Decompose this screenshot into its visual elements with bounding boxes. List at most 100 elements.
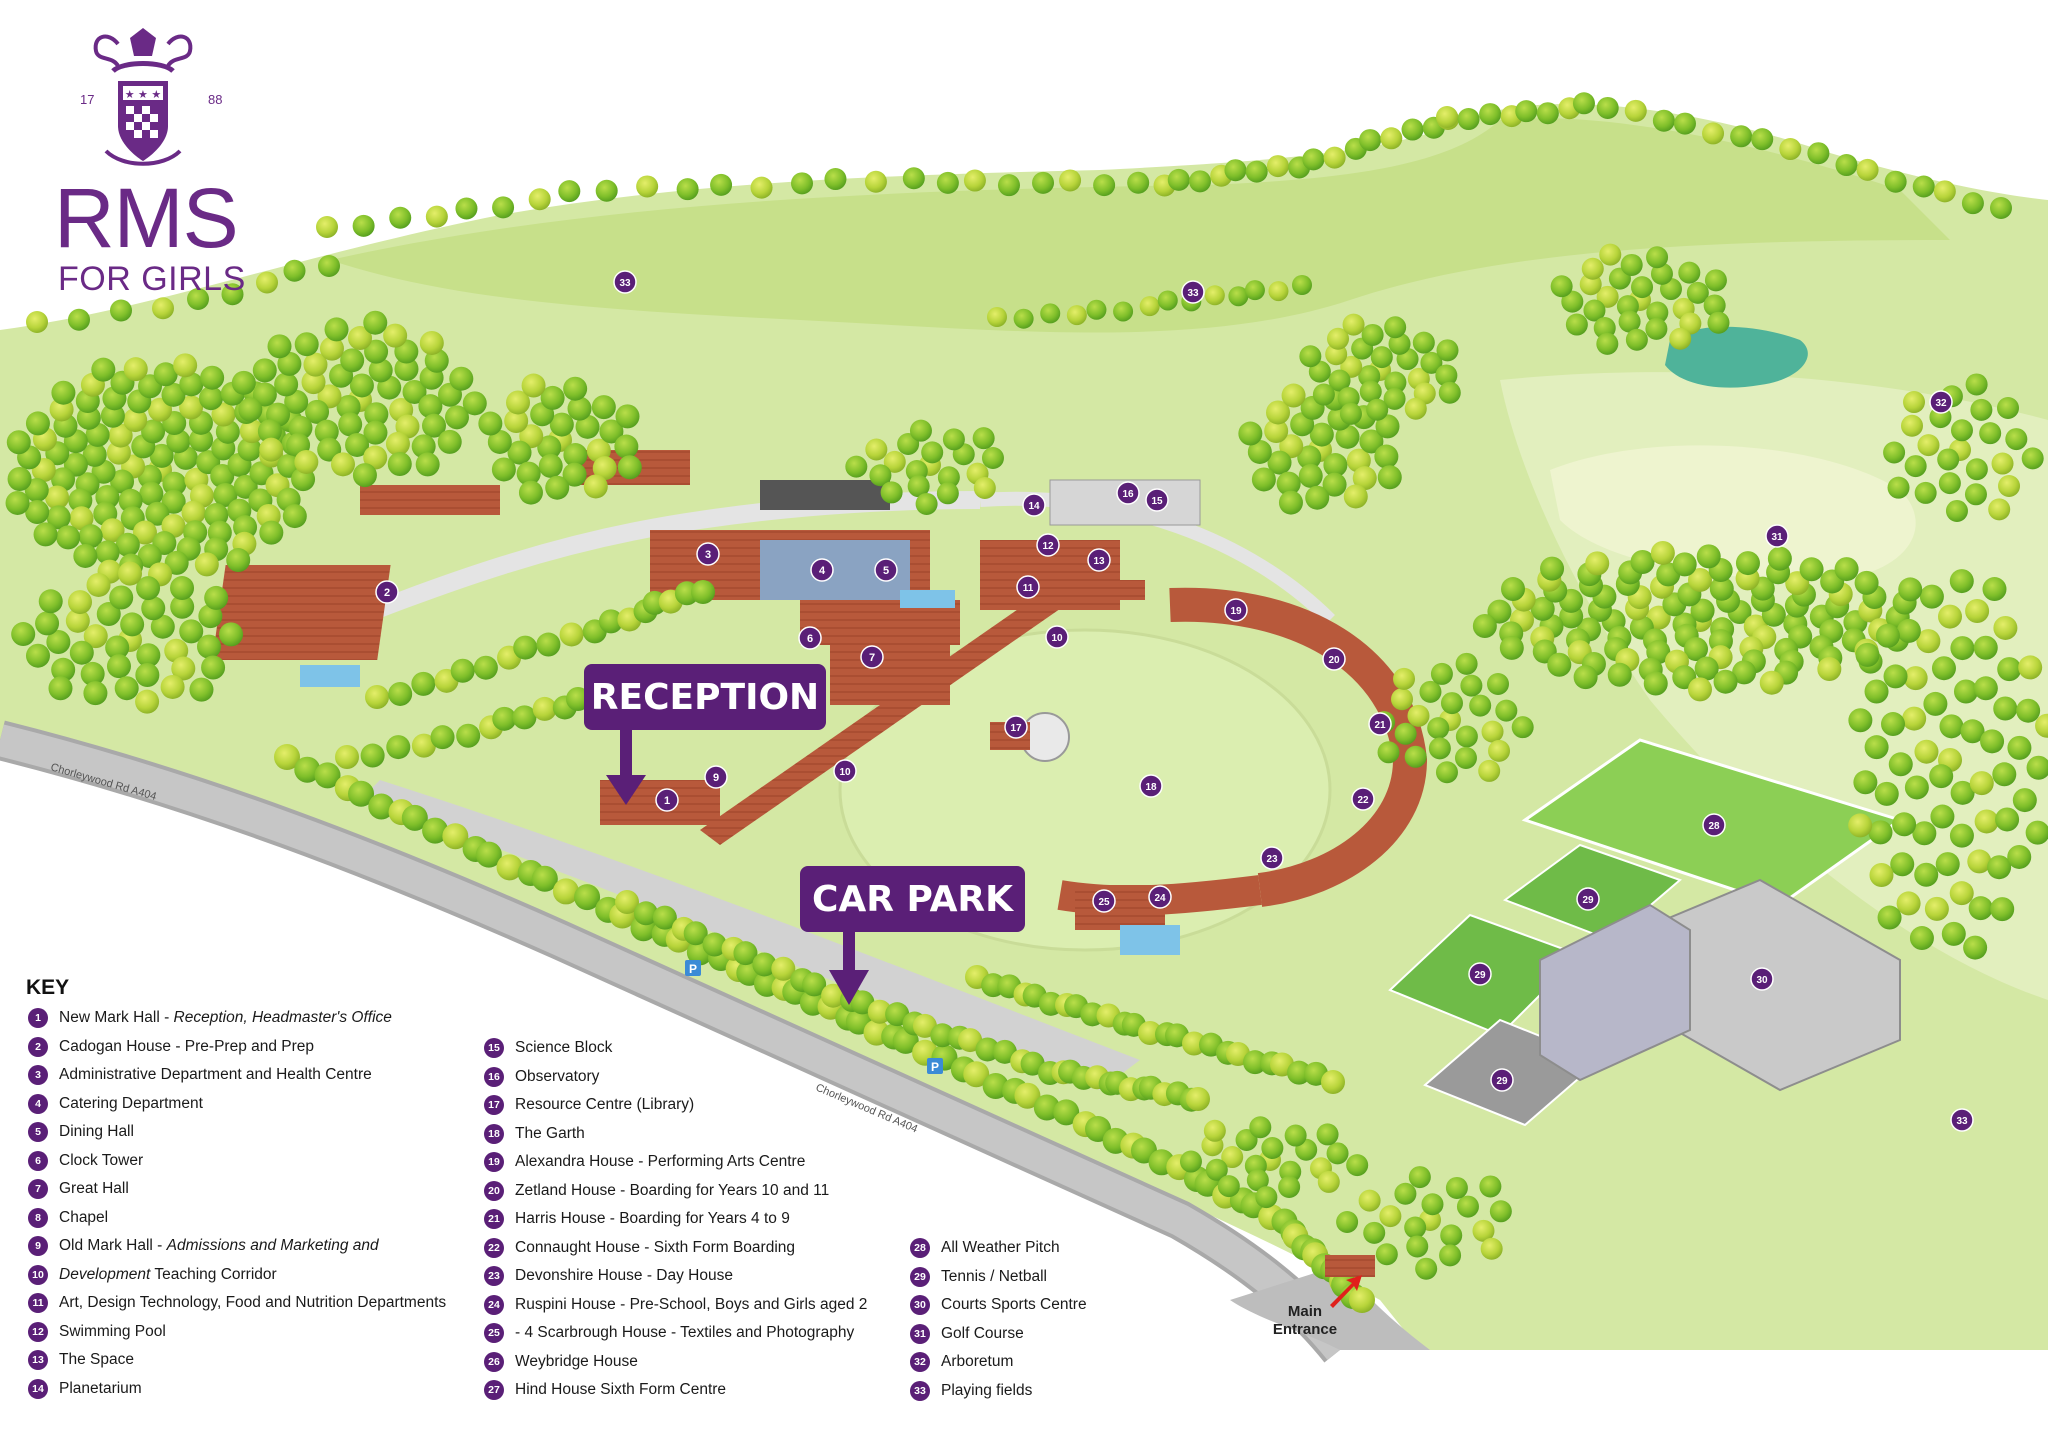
map-marker-21[interactable]: 21 [1368, 712, 1392, 736]
map-marker-24[interactable]: 24 [1148, 885, 1172, 909]
tree-icon [1276, 471, 1301, 496]
map-marker-2[interactable]: 2 [375, 580, 399, 604]
map-marker-7[interactable]: 7 [860, 645, 884, 669]
map-marker-20[interactable]: 20 [1322, 647, 1346, 671]
tree-icon [1914, 481, 1937, 504]
map-marker-13[interactable]: 13 [1087, 548, 1111, 572]
tree-icon [110, 469, 135, 494]
tree-icon [1924, 896, 1949, 921]
map-marker-4[interactable]: 4 [810, 558, 834, 582]
tree-icon [1244, 280, 1265, 301]
key-number-badge: 9 [28, 1236, 48, 1256]
map-marker-17[interactable]: 17 [1004, 715, 1028, 739]
tree-icon [1323, 146, 1346, 169]
tree-icon [1186, 1087, 1210, 1111]
map-marker-16[interactable]: 16 [1116, 481, 1140, 505]
tree-icon [598, 609, 623, 634]
map-marker-5[interactable]: 5 [874, 558, 898, 582]
tree-icon [1596, 285, 1619, 308]
tree-icon [364, 402, 389, 427]
tree-icon [1217, 1175, 1240, 1198]
map-marker-10[interactable]: 10 [1045, 625, 1069, 649]
map-marker-6[interactable]: 6 [798, 626, 822, 650]
map-marker-28[interactable]: 28 [1702, 813, 1726, 837]
map-marker-3[interactable]: 3 [696, 542, 720, 566]
map-marker-label: 10 [839, 767, 851, 778]
tree-icon [283, 259, 306, 282]
key-item-text: Administrative Department and Health Cen… [59, 1066, 372, 1083]
tree-icon [187, 288, 209, 310]
tree-icon [1316, 1123, 1339, 1146]
map-marker-11[interactable]: 11 [1016, 575, 1040, 599]
tree-icon [462, 391, 487, 416]
map-marker-12[interactable]: 12 [1036, 533, 1060, 557]
tree-icon [1607, 662, 1632, 687]
map-marker-30[interactable]: 30 [1750, 967, 1774, 991]
tree-icon [1650, 262, 1673, 285]
map-marker-1[interactable]: 1 [655, 788, 679, 812]
map-marker-29[interactable]: 29 [1468, 962, 1492, 986]
map-marker-15[interactable]: 15 [1145, 488, 1169, 512]
map-marker-33[interactable]: 33 [613, 270, 637, 294]
tree-icon [1327, 327, 1350, 350]
map-marker-29[interactable]: 29 [1576, 887, 1600, 911]
tree-icon [444, 405, 469, 430]
tree-icon [385, 431, 410, 456]
map-marker-14[interactable]: 14 [1022, 493, 1046, 517]
map-marker-10[interactable]: 10 [833, 759, 857, 783]
map-marker-25[interactable]: 25 [1092, 889, 1116, 913]
tree-icon [136, 576, 161, 601]
tree-icon [532, 696, 557, 721]
tree-icon [1013, 308, 1034, 329]
key-number-badge: 5 [28, 1122, 48, 1142]
tree-icon [1965, 458, 1988, 481]
car-park-callout[interactable]: CAR PARK [800, 866, 1025, 932]
map-marker-label: 33 [1956, 1116, 1968, 1127]
map-marker-23[interactable]: 23 [1260, 846, 1284, 870]
map-marker-19[interactable]: 19 [1224, 598, 1248, 622]
tree-icon [1113, 301, 1134, 322]
tree-icon [294, 332, 319, 357]
map-marker-33[interactable]: 33 [1950, 1108, 1974, 1132]
tree-icon [166, 429, 191, 454]
reception-callout[interactable]: RECEPTION [584, 664, 826, 730]
map-marker-9[interactable]: 9 [704, 765, 728, 789]
tree-icon [937, 466, 960, 489]
tree-icon [348, 780, 375, 807]
tree-icon [1032, 171, 1055, 194]
map-marker-29[interactable]: 29 [1490, 1068, 1514, 1092]
tree-icon [450, 658, 475, 683]
map-marker-31[interactable]: 31 [1765, 524, 1789, 548]
tree-icon [972, 427, 995, 450]
map-marker-22[interactable]: 22 [1351, 787, 1375, 811]
tree-icon [2026, 755, 2048, 780]
tree-icon [592, 456, 617, 481]
tree-icon [1203, 1119, 1226, 1142]
tree-icon [1267, 450, 1292, 475]
key-number-badge: 8 [28, 1207, 48, 1228]
key-number-badge: 18 [484, 1123, 504, 1144]
map-marker-33[interactable]: 33 [1181, 280, 1205, 304]
map-marker-32[interactable]: 32 [1929, 390, 1953, 414]
tree-icon [2007, 735, 2032, 760]
tree-icon [1949, 881, 1974, 906]
tree-icon [802, 972, 827, 997]
key-item: 25- 4 Scarbrough House - Textiles and Ph… [484, 1321, 854, 1345]
tree-icon [997, 174, 1020, 197]
tree-icon [419, 330, 444, 355]
tree-icon [1440, 692, 1463, 715]
tree-icon [1394, 1182, 1417, 1205]
tree-icon [1688, 567, 1712, 592]
key-number-badge: 10 [28, 1264, 48, 1285]
map-marker-18[interactable]: 18 [1139, 774, 1163, 798]
tree-icon [314, 762, 341, 789]
svg-text:P: P [689, 962, 697, 976]
key-number-badge: 32 [910, 1352, 930, 1372]
tree-icon [1960, 719, 1985, 744]
tree-icon [1427, 717, 1450, 740]
tree-icon [170, 594, 195, 619]
tree-icon [197, 634, 222, 659]
tree-icon [1998, 474, 2021, 497]
tree-icon [1346, 1154, 1369, 1177]
